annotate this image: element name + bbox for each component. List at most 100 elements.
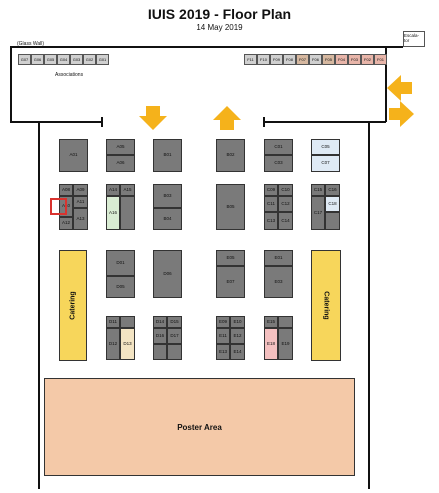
booth-e03[interactable]: E03 — [264, 266, 293, 298]
booth-g07[interactable]: G07 — [18, 54, 31, 65]
booth-a12[interactable]: A12 — [59, 217, 73, 230]
booth-e13[interactable]: E13 — [216, 344, 230, 360]
booth-a13[interactable]: A13 — [73, 208, 88, 230]
booth-a06[interactable]: A06 — [106, 155, 135, 172]
booth-e15[interactable]: E15 — [264, 316, 278, 328]
booth-a16[interactable]: A16 — [106, 196, 120, 230]
booth-g04[interactable]: G04 — [57, 54, 70, 65]
catering-left-label: Catering — [69, 291, 77, 320]
booth-c14[interactable]: C14 — [278, 212, 293, 230]
booth-c18[interactable]: C18 — [325, 196, 340, 212]
booth-a09[interactable]: A09 — [73, 184, 88, 196]
booth-e10[interactable]: E10 — [230, 316, 245, 328]
booth-f09[interactable]: F09 — [270, 54, 283, 65]
booth-d17[interactable]: D17 — [167, 328, 182, 344]
glass-wall-label: (Glass Wall) — [17, 41, 45, 47]
booth-d17b[interactable] — [167, 344, 182, 360]
booth-c01[interactable]: C01 — [264, 139, 293, 155]
highlight-marker — [50, 198, 67, 215]
booth-a01[interactable]: A01 — [59, 139, 88, 172]
catering-right-label: Catering — [322, 291, 330, 320]
booth-a08[interactable]: A08 — [59, 184, 73, 196]
booth-f05[interactable]: F05 — [322, 54, 335, 65]
booth-d12[interactable] — [120, 316, 135, 328]
booth-f11[interactable]: F11 — [244, 54, 257, 65]
booth-c07[interactable]: C07 — [311, 155, 340, 172]
booth-c16[interactable]: C16 — [325, 184, 340, 196]
booth-c12[interactable]: C12 — [278, 196, 293, 212]
booth-b05[interactable]: B05 — [216, 184, 245, 230]
booth-d15[interactable]: D15 — [167, 316, 182, 328]
booth-e07[interactable]: E07 — [216, 266, 245, 298]
booth-d16b[interactable] — [153, 344, 167, 360]
catering-left: Catering — [59, 250, 87, 361]
page-title: IUIS 2019 - Floor Plan — [147, 6, 292, 22]
booth-a15[interactable]: A15 — [120, 184, 135, 196]
booth-e19[interactable]: E19 — [278, 328, 293, 360]
booth-c18b[interactable] — [325, 212, 340, 230]
booth-f04[interactable]: F04 — [335, 54, 348, 65]
east-wall-upper — [385, 46, 387, 122]
booth-b02[interactable]: B02 — [216, 139, 245, 172]
hall-wall-right — [263, 121, 386, 123]
booth-g01[interactable]: G01 — [96, 54, 109, 65]
booth-d06[interactable]: D06 — [153, 250, 182, 298]
booth-d14[interactable]: D14 — [153, 316, 167, 328]
booth-c13[interactable]: C13 — [264, 212, 278, 230]
booth-e11[interactable]: E11 — [216, 328, 230, 344]
page-date: 14 May 2019 — [196, 23, 243, 32]
booth-b04[interactable]: B04 — [153, 208, 182, 230]
left-arrow-icon — [387, 75, 412, 101]
booth-c03[interactable]: C03 — [264, 155, 293, 172]
booth-f10[interactable]: F10 — [257, 54, 270, 65]
booth-a05[interactable]: A05 — [106, 139, 135, 155]
booth-e16[interactable] — [278, 316, 293, 328]
booth-a16b[interactable] — [120, 196, 135, 230]
booth-f02[interactable]: F02 — [361, 54, 374, 65]
booth-a14[interactable]: A14 — [106, 184, 120, 196]
booth-g03[interactable]: G03 — [70, 54, 83, 65]
booth-d05[interactable]: D05 — [106, 276, 135, 298]
booth-e05[interactable]: E05 — [216, 250, 245, 266]
booth-c15[interactable]: C15 — [311, 184, 325, 196]
poster-area: Poster Area — [44, 378, 355, 476]
booth-d13[interactable]: D13 — [120, 328, 135, 360]
booth-b01[interactable]: B01 — [153, 139, 182, 172]
booth-e18[interactable]: E18 — [264, 328, 278, 360]
booth-e12[interactable]: E12 — [230, 328, 245, 344]
booth-g02[interactable]: G02 — [83, 54, 96, 65]
catering-right: Catering — [311, 250, 341, 361]
booth-g05[interactable]: G05 — [44, 54, 57, 65]
booth-c05[interactable]: C05 — [311, 139, 340, 155]
booth-b03[interactable]: B03 — [153, 184, 182, 208]
booth-d11[interactable]: D11 — [106, 316, 120, 328]
booth-d01[interactable]: D01 — [106, 250, 135, 276]
escalator-box: Escala-tor — [403, 31, 425, 47]
door-right-post — [263, 117, 265, 127]
booth-e14[interactable]: E14 — [230, 344, 245, 360]
west-wall-upper — [10, 46, 12, 122]
booth-f08[interactable]: F08 — [283, 54, 296, 65]
booth-d16[interactable]: D16 — [153, 328, 167, 344]
booth-f03[interactable]: F03 — [348, 54, 361, 65]
north-wall — [10, 46, 403, 48]
booth-c09[interactable]: C09 — [264, 184, 278, 196]
booth-f06[interactable]: F06 — [309, 54, 322, 65]
door-left-post — [101, 117, 103, 127]
booth-e01[interactable]: E01 — [264, 250, 293, 266]
associations-label: Associations — [55, 72, 84, 78]
booth-c11[interactable]: C11 — [264, 196, 278, 212]
booth-c17[interactable]: C17 — [311, 196, 325, 230]
hall-wall-left — [10, 121, 102, 123]
up-arrow-icon — [213, 106, 241, 130]
booth-f01[interactable]: F01 — [374, 54, 387, 65]
booth-d12b[interactable]: D12 — [106, 328, 120, 360]
booth-a11[interactable]: A11 — [73, 196, 88, 208]
booth-f07[interactable]: F07 — [296, 54, 309, 65]
booth-c10[interactable]: C10 — [278, 184, 293, 196]
hall-west-wall — [38, 121, 40, 489]
booth-e09[interactable]: E09 — [216, 316, 230, 328]
down-arrow-icon — [139, 106, 167, 130]
booth-g06[interactable]: G06 — [31, 54, 44, 65]
right-arrow-icon — [389, 101, 414, 127]
